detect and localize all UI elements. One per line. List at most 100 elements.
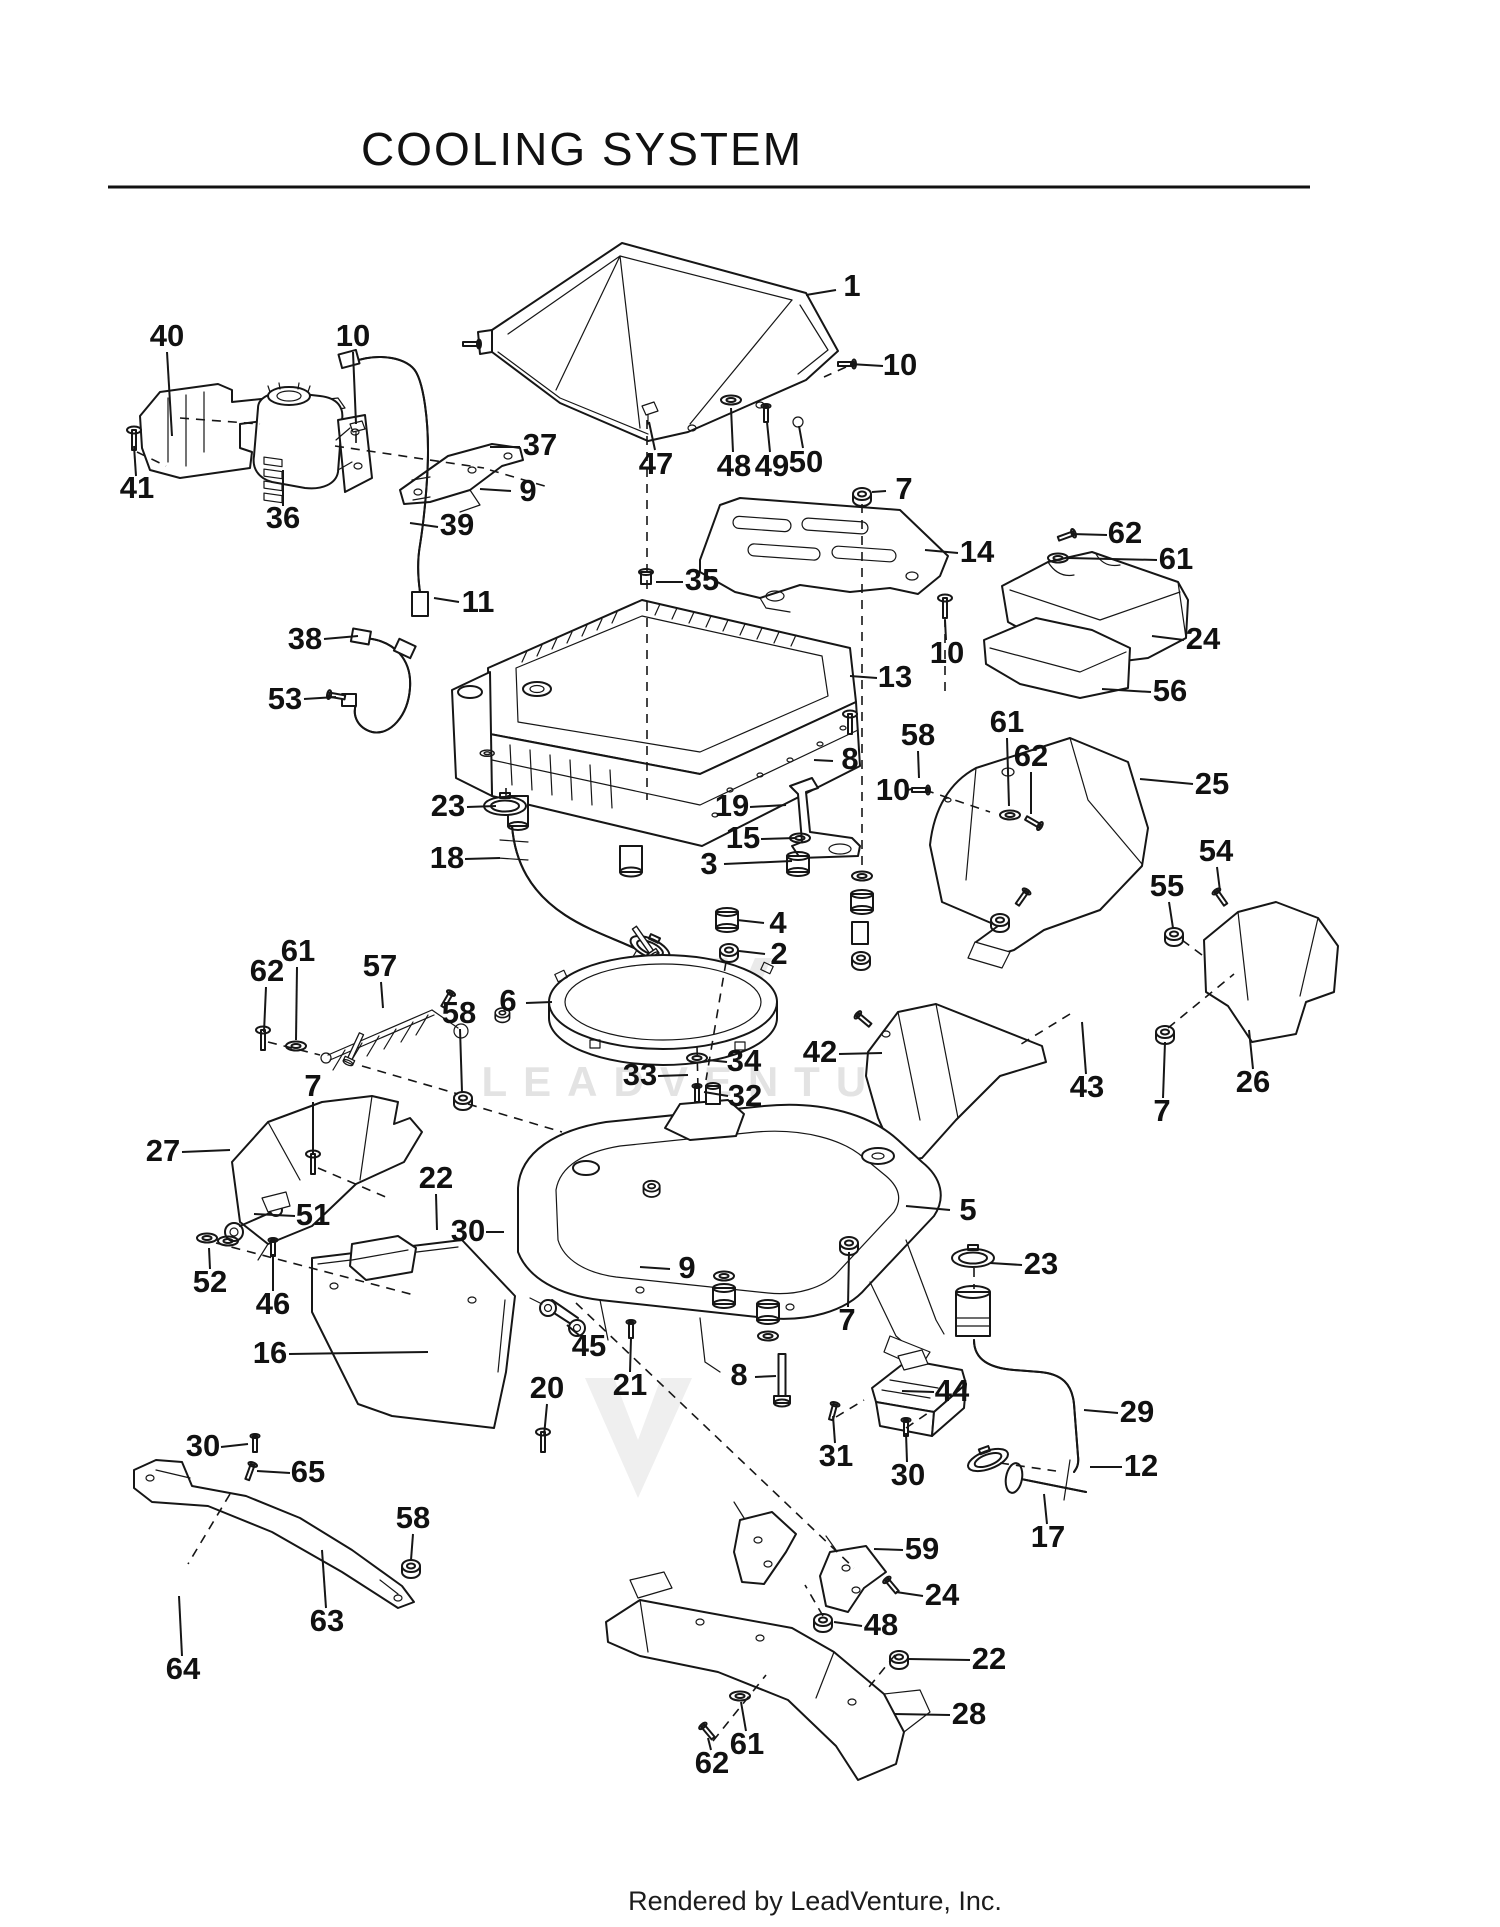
callout-leader-3: [723, 860, 793, 865]
part-number-61: 61: [1159, 541, 1193, 576]
screw-20: [535, 1427, 551, 1453]
callout-leader-39: [409, 522, 439, 528]
part-number-9: 9: [678, 1250, 695, 1285]
part-hose-39: [337, 348, 431, 617]
part-number-53: 53: [268, 681, 302, 716]
pin-65: [242, 1460, 259, 1483]
callout-leader-61: [740, 1701, 747, 1732]
part-number-10: 10: [930, 635, 964, 670]
callout-leader-53: [303, 696, 337, 700]
callout-leader-2: [738, 950, 766, 955]
part-number-24: 24: [1186, 621, 1221, 656]
callout-leader-10: [352, 351, 357, 425]
nut: [851, 951, 871, 971]
nut-7: [1155, 1025, 1175, 1045]
part-number-58: 58: [396, 1500, 430, 1535]
callout-leader-30: [220, 1443, 249, 1448]
part-number-2: 2: [770, 936, 787, 971]
part-number-33: 33: [623, 1057, 657, 1092]
callout-leader-10: [906, 788, 913, 791]
part-number-12: 12: [1124, 1448, 1158, 1483]
part-number-51: 51: [296, 1197, 330, 1232]
part-panel-25: [929, 737, 1149, 969]
callout-leader-28: [893, 1713, 951, 1716]
callout-leader-27: [181, 1149, 231, 1153]
part-number-20: 20: [530, 1370, 564, 1405]
nut-55: [1164, 927, 1184, 947]
callout-leader-59: [873, 1548, 904, 1551]
part-number-23: 23: [1024, 1246, 1058, 1281]
part-number-31: 31: [819, 1438, 853, 1473]
part-number-52: 52: [193, 1264, 227, 1299]
callout-leader-50: [798, 425, 804, 449]
callout-leader-21: [629, 1337, 632, 1373]
part-shield-26: [1164, 886, 1339, 1043]
callout-leader-15: [760, 837, 797, 840]
callout-leader-14: [924, 549, 959, 554]
part-number-55: 55: [1150, 868, 1184, 903]
part-number-16: 16: [253, 1335, 287, 1370]
part-shield-42: [629, 923, 1175, 1163]
callout-leader-47: [648, 421, 656, 451]
callout-leader-31: [832, 1415, 836, 1444]
part-number-6: 6: [499, 983, 516, 1018]
callout-leader-32: [703, 1091, 729, 1097]
callout-leader-43: [1081, 1021, 1087, 1075]
callout-leader-10: [849, 363, 884, 367]
callout-leader-8: [813, 759, 834, 762]
part-number-61: 61: [990, 704, 1024, 739]
part-number-22: 22: [419, 1160, 453, 1195]
screw-62: [1055, 527, 1078, 544]
callout-leader-25: [1139, 778, 1194, 785]
nut-2: [719, 943, 739, 963]
part-ecu-44: [825, 1349, 967, 1437]
callout-leader-13: [849, 675, 878, 679]
part-bracket-37: [399, 443, 524, 513]
spacer-4: [715, 907, 739, 933]
callout-leader-6: [525, 1001, 553, 1004]
part-number-32: 32: [728, 1078, 762, 1113]
part-link-45: [529, 1297, 637, 1453]
callout-leader-42: [838, 1052, 883, 1055]
part-number-48: 48: [864, 1607, 898, 1642]
callout-leader-7: [847, 1251, 850, 1308]
clamp-12-mark: [1063, 1459, 1071, 1501]
part-number-61: 61: [281, 933, 315, 968]
screw-62: [697, 1720, 718, 1743]
part-number-5: 5: [959, 1192, 976, 1227]
part-number-56: 56: [1153, 673, 1187, 708]
part-number-58: 58: [442, 995, 476, 1030]
part-number-7: 7: [895, 471, 912, 506]
part-number-23: 23: [431, 788, 465, 823]
callout-leader-22: [435, 1193, 438, 1231]
part-number-26: 26: [1236, 1064, 1270, 1099]
callout-leader-61: [1067, 557, 1158, 561]
part-number-43: 43: [1070, 1069, 1104, 1104]
part-screen-1: [462, 242, 839, 442]
spacer: [756, 1299, 780, 1325]
part-fitting-53: [325, 688, 357, 707]
pin-30: [249, 1433, 261, 1453]
part-number-49: 49: [755, 448, 789, 483]
bolt-8: [773, 1353, 791, 1408]
part-tank-36: [252, 382, 373, 504]
callout-leader-23: [989, 1262, 1023, 1266]
spacer: [850, 889, 874, 915]
part-number-62: 62: [1108, 515, 1142, 550]
part-number-38: 38: [288, 621, 322, 656]
parts-artwork: [126, 242, 1339, 1781]
footer-text: Rendered by LeadVenture, Inc.: [628, 1886, 1002, 1916]
washer: [757, 1330, 779, 1342]
callout-leader-48: [833, 1621, 863, 1627]
nut-58: [401, 1559, 421, 1579]
part-number-28: 28: [952, 1696, 986, 1731]
part-number-27: 27: [146, 1133, 180, 1168]
spacer: [851, 921, 869, 945]
part-number-19: 19: [715, 788, 749, 823]
part-number-48: 48: [717, 448, 751, 483]
callout-leader-8: [754, 1375, 777, 1378]
part-duct-28: [605, 1571, 931, 1781]
nut-48: [813, 1613, 833, 1633]
part-number-10: 10: [876, 772, 910, 807]
